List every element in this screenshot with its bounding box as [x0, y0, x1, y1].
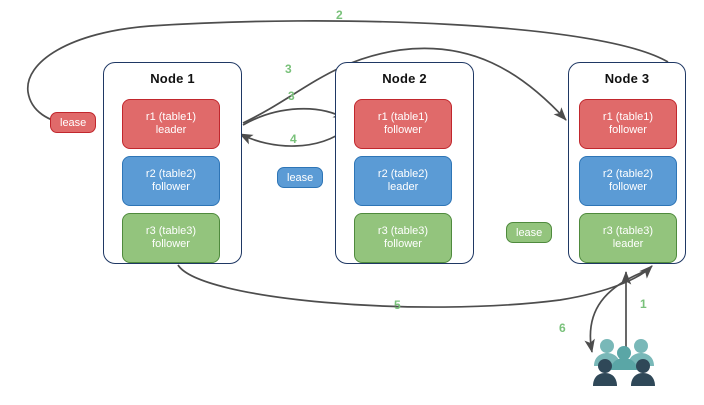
replica-node3-r3[interactable]: r3 (table3) leader: [579, 213, 677, 263]
step-label-2: 2: [336, 8, 343, 22]
replica-node1-r2[interactable]: r2 (table2) follower: [122, 156, 220, 206]
step-label-1: 1: [640, 297, 647, 311]
step-label-5: 5: [394, 298, 401, 312]
step-label-6: 6: [559, 321, 566, 335]
lease-badge-table1[interactable]: lease: [50, 112, 97, 133]
replica-node3-r1[interactable]: r1 (table1) follower: [579, 99, 677, 149]
replica-name: r2 (table2): [377, 167, 429, 180]
replica-name: r2 (table2): [602, 167, 654, 180]
replica-node2-r3[interactable]: r3 (table3) follower: [354, 213, 452, 263]
replica-name: r3 (table3): [602, 224, 654, 237]
replica-role: follower: [384, 124, 422, 136]
replica-role: leader: [612, 238, 644, 250]
replica-name: r1 (table1): [145, 110, 197, 123]
replica-name: r3 (table3): [145, 224, 197, 237]
node-title: Node 1: [150, 71, 195, 86]
replica-node3-r2[interactable]: r2 (table2) follower: [579, 156, 677, 206]
lease-badge-table2[interactable]: lease: [277, 167, 324, 188]
replica-name: r1 (table1): [377, 110, 429, 123]
arrow-step-2: [27, 20, 669, 128]
step-label-3b: 3: [288, 89, 295, 103]
replica-node2-r1[interactable]: r1 (table1) follower: [354, 99, 452, 149]
replica-role: follower: [609, 181, 647, 193]
arrow-step-3-to-node3: [242, 47, 567, 124]
node-title: Node 3: [604, 71, 650, 86]
arrow-step-5: [177, 264, 653, 308]
replica-node1-r3[interactable]: r3 (table3) follower: [122, 213, 220, 263]
arrow-step-3-to-node2: [242, 107, 347, 126]
node-box-1[interactable]: Node 1 r1 (table1) leader r2 (table2) fo…: [103, 62, 242, 264]
replica-role: follower: [152, 238, 190, 250]
arrow-step-6: [584, 269, 649, 354]
replica-name: r3 (table3): [377, 224, 429, 237]
replica-node1-r1[interactable]: r1 (table1) leader: [122, 99, 220, 149]
replica-role: leader: [387, 181, 419, 193]
users-group-icon: [593, 339, 655, 386]
replica-role: follower: [609, 124, 647, 136]
replica-role: follower: [384, 238, 422, 250]
step-label-4: 4: [290, 132, 297, 146]
replica-name: r2 (table2): [145, 167, 197, 180]
node-box-2[interactable]: Node 2 r1 (table1) follower r2 (table2) …: [335, 62, 474, 264]
replica-role: follower: [152, 181, 190, 193]
node-box-3[interactable]: Node 3 r1 (table1) follower r2 (table2) …: [568, 62, 686, 264]
step-label-3a: 3: [285, 62, 292, 76]
lease-badge-table3[interactable]: lease: [506, 222, 553, 243]
replica-name: r1 (table1): [602, 110, 654, 123]
node-title: Node 2: [382, 71, 427, 86]
replica-node2-r2[interactable]: r2 (table2) leader: [354, 156, 452, 206]
replica-role: leader: [155, 124, 187, 136]
